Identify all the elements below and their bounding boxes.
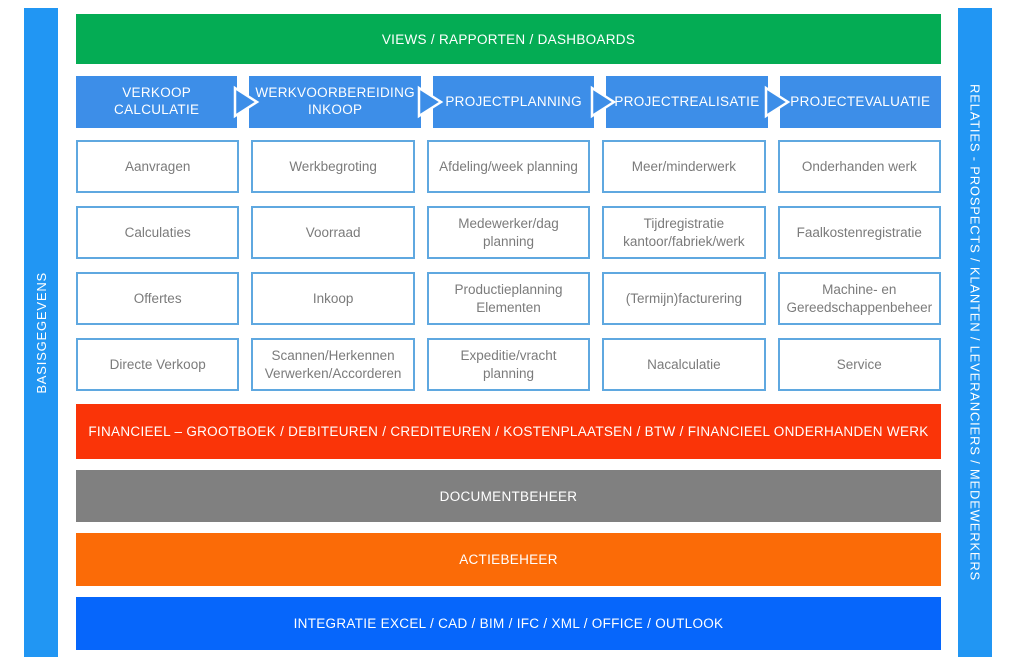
module-cell-label: Service [836,356,882,372]
module-cell: Nacalculatie [602,338,766,391]
process-header-row: VERKOOP CALCULATIE WERKVOORBEREIDING INKO… [76,76,941,128]
module-cell-label: (Termijn)facturering [625,290,743,306]
module-cell: Afdeling/week planning [426,140,591,193]
module-cell-label: Machine- en Gereedschappenbeheer [786,281,933,315]
module-cell: Voorraad [251,206,415,259]
process-header-label: VERKOOP CALCULATIE [114,85,200,117]
documentbeheer-label: DOCUMENTBEHEER [439,488,578,504]
module-cell-label: Scannen/Herkennen Verwerken/Accorderen [264,347,402,381]
process-header-4: PROJECTREALISATIE [591,76,768,128]
flow-arrow-icon [764,85,790,119]
views-rapporten-dashboards-bar: VIEWS / RAPPORTEN / DASHBOARDS [76,14,941,64]
module-cell: Expeditie/vracht planning [426,338,591,391]
documentbeheer-bar: DOCUMENTBEHEER [76,470,941,522]
financieel-label: FINANCIEEL – GROOTBOEK / DEBITEUREN / CR… [88,424,929,439]
module-cell-label: Nacalculatie [647,356,721,372]
module-cell: Inkoop [251,272,415,325]
flow-arrow-icon [591,85,617,119]
process-header-1: VERKOOP CALCULATIE [76,76,238,128]
module-cell: Faalkostenregistratie [777,206,941,259]
module-cell-label: Productieplanning Elementen [454,281,563,315]
process-header-3: PROJECTPLANNING [417,76,595,128]
module-cell-label: Onderhanden werk [801,158,917,174]
process-header-5: PROJECTEVALUATIE [764,76,941,128]
module-cell: Onderhanden werk [777,140,941,193]
actiebeheer-bar: ACTIEBEHEER [76,533,941,586]
module-cell-label: Inkoop [312,290,354,306]
module-cell: Medewerker/dag planning [426,206,591,259]
module-cell-label: Calculaties [124,224,191,240]
relaties-sidebar: RELATIES - PROSPECTS / KLANTEN / LEVERAN… [958,8,992,657]
bottom-bars: FINANCIEEL – GROOTBOEK / DEBITEUREN / CR… [76,404,941,650]
process-header-label: PROJECTREALISATIE [614,93,760,109]
flow-arrow-icon [234,85,260,119]
flow-arrow-icon [417,85,444,119]
basisgegevens-sidebar: BASISGEGEVENS [24,8,58,657]
module-cell-label: Expeditie/vracht planning [460,347,557,381]
module-cell-label: Werkbegroting [289,158,377,174]
module-cell: Productieplanning Elementen [426,272,591,325]
module-cell: Tijdregistratie kantoor/fabriek/werk [602,206,766,259]
module-cell: Scannen/Herkennen Verwerken/Accorderen [251,338,415,391]
financieel-bar: FINANCIEEL – GROOTBOEK / DEBITEUREN / CR… [76,404,941,459]
module-cell-label: Medewerker/dag planning [458,215,559,249]
module-cell: Directe Verkoop [76,338,240,391]
module-cell: Werkbegroting [251,140,415,193]
views-rapporten-dashboards-label: VIEWS / RAPPORTEN / DASHBOARDS [381,31,636,47]
module-cell-label: Faalkostenregistratie [796,224,922,240]
module-cell-label: Aanvragen [125,158,191,174]
module-cell-label: Tijdregistratie kantoor/fabriek/werk [623,215,745,249]
module-cell: Machine- en Gereedschappenbeheer [777,272,941,325]
process-header-label: PROJECTEVALUATIE [790,93,931,109]
module-cell-label: Meer/minderwerk [631,158,737,174]
module-cell: Service [777,338,941,391]
module-cell-label: Offertes [133,290,182,306]
module-cell: Calculaties [76,206,240,259]
actiebeheer-label: ACTIEBEHEER [459,552,558,567]
module-cell: Offertes [76,272,240,325]
process-header-label: WERKVOORBEREIDING INKOOP [255,85,415,117]
process-header-label: PROJECTPLANNING [445,93,582,109]
diagram-main: VIEWS / RAPPORTEN / DASHBOARDS VERKOOP C… [76,14,941,650]
module-cell: Meer/minderwerk [602,140,766,193]
module-cell: (Termijn)facturering [602,272,766,325]
basisgegevens-label: BASISGEGEVENS [33,271,49,394]
relaties-label: RELATIES - PROSPECTS / KLANTEN / LEVERAN… [967,83,983,581]
integratie-bar: INTEGRATIE EXCEL / CAD / BIM / IFC / XML… [76,597,941,650]
module-cell: Aanvragen [76,140,240,193]
module-cell-label: Directe Verkoop [109,356,206,372]
module-cell-label: Voorraad [305,224,361,240]
integratie-label: INTEGRATIE EXCEL / CAD / BIM / IFC / XML… [293,616,724,631]
process-header-2: WERKVOORBEREIDING INKOOP [234,76,421,128]
module-cell-label: Afdeling/week planning [439,158,578,174]
